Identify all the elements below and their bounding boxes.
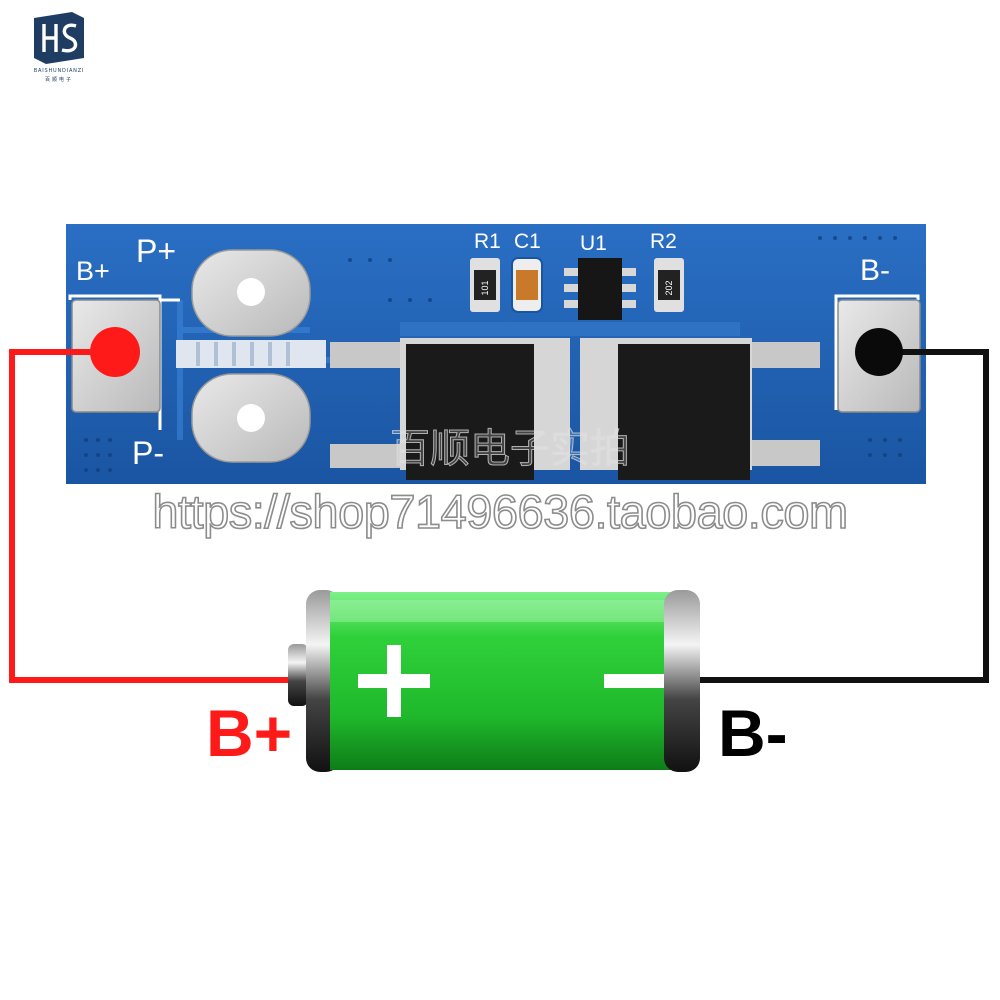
- battery-minus-label: B-: [718, 696, 788, 770]
- chip-u1: [564, 258, 636, 320]
- label-r1: R1: [474, 230, 501, 253]
- logo-brand-cn-text: 百顺电子: [44, 77, 73, 83]
- logo-mark-icon: [34, 12, 84, 64]
- watermark-url: https://shop71496636.taobao.com: [152, 484, 849, 539]
- label-p-minus: P-: [132, 435, 164, 471]
- label-p-plus: P+: [136, 233, 176, 269]
- resistor-r2: 202: [654, 258, 684, 312]
- pcb-board: B+ P+ P- B- R1 C1 U1 R2: [66, 224, 926, 484]
- logo-brand-text: BAISHUNDIANZI: [33, 68, 85, 74]
- negative-terminal-dot: [855, 328, 903, 376]
- battery: [288, 590, 700, 772]
- resistor-r1: 101: [470, 258, 500, 312]
- positive-terminal-dot: [90, 327, 140, 377]
- brand-logo: BAISHUNDIANZI 百顺电子: [24, 12, 94, 87]
- mosfet-left: [330, 338, 570, 480]
- battery-minus-sign: [604, 674, 664, 688]
- mosfet-right: [580, 338, 820, 480]
- label-u1: U1: [580, 232, 607, 255]
- battery-plus-label: B+: [206, 696, 293, 770]
- r1-marking: 101: [480, 280, 490, 295]
- r2-marking: 202: [664, 280, 674, 295]
- capacitor-c1: [511, 257, 543, 313]
- label-b-minus: B-: [860, 254, 890, 287]
- positive-wire: [9, 349, 306, 683]
- watermark-chinese: 百顺电子实拍: [390, 426, 631, 473]
- label-b-plus: B+: [76, 256, 110, 286]
- label-c1: C1: [514, 230, 541, 253]
- label-r2: R2: [650, 230, 677, 253]
- negative-wire: [690, 349, 989, 683]
